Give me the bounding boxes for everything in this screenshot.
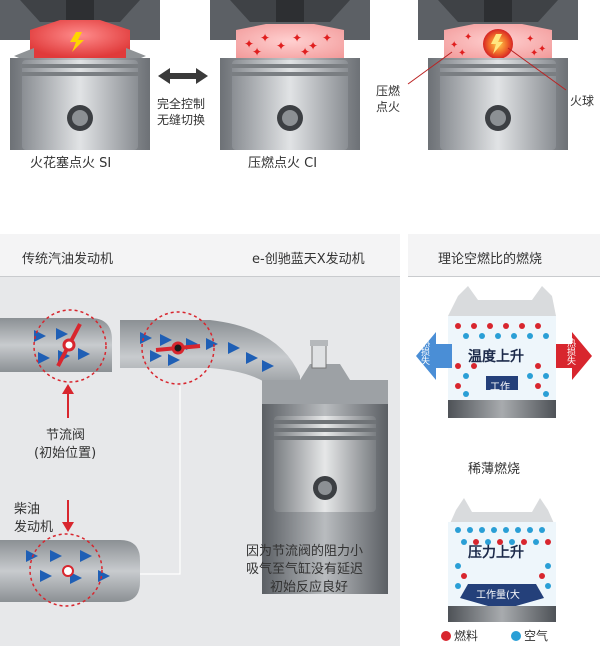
lean-burn-header: 稀薄燃烧	[468, 462, 521, 477]
legend-air-label: 空气	[524, 629, 549, 643]
intake-diagram	[0, 309, 388, 607]
theory-combustion-header: 理论空燃比的燃烧	[438, 252, 543, 267]
note-line1: 因为节流阀的阻力小	[246, 544, 364, 559]
heat-loss-left-label: 热损失	[419, 338, 429, 365]
svg-text:✦: ✦	[300, 45, 310, 59]
work-small-label: 工作	[490, 382, 510, 393]
heat-loss-right-arrow-icon	[556, 332, 592, 380]
svg-text:✦: ✦	[260, 31, 270, 45]
top-engine-diagrams: ✦✦✦ ✦✦✦ ✦✦ ✦✦✦ ✦✦✦	[0, 0, 578, 150]
engine-si	[0, 0, 160, 150]
airflow-arrows	[26, 328, 274, 584]
throttle-label-line2: (初始位置)	[34, 446, 97, 461]
gasoline-intake-pipe	[0, 318, 112, 372]
skyactiv-engine-header: e-创驰蓝天X发动机	[252, 252, 365, 267]
note-line2: 吸气至气缸没有延迟	[246, 562, 364, 577]
svg-text:✦: ✦	[526, 34, 534, 45]
highlight-circle	[29, 533, 103, 607]
switch-label-line1: 完全控制	[157, 97, 206, 111]
engine-si-label: 火花塞点火 SI	[30, 156, 112, 171]
intake-panel-header	[0, 234, 400, 277]
diesel-label-line2: 发动机	[14, 520, 54, 535]
gasoline-engine-header: 传统汽油发动机	[22, 252, 114, 267]
switch-arrow-icon	[158, 68, 208, 84]
svg-text:✦: ✦	[292, 31, 302, 45]
svg-text:✦: ✦	[450, 40, 458, 51]
fireball-label: 火球	[570, 94, 595, 108]
pressure-rise-label: 压力上升	[468, 545, 524, 561]
svg-text:✦: ✦	[530, 48, 538, 59]
engine-fireball: ✦✦✦ ✦✦✦	[407, 0, 578, 150]
throttle-valve-open-icon	[155, 341, 201, 355]
legend-air-dot	[511, 631, 521, 641]
svg-text:✦: ✦	[322, 31, 332, 45]
lean-chamber	[448, 498, 556, 622]
work-arrow-icon	[460, 584, 544, 610]
svg-text:✦: ✦	[276, 39, 286, 53]
svg-text:✦: ✦	[458, 48, 466, 59]
diesel-valve-icon	[62, 565, 74, 577]
work-large-label: 工作量(大	[476, 590, 520, 601]
throttle-label-line1: 节流阀	[46, 428, 86, 443]
combustion-comparison	[416, 286, 592, 641]
highlight-circle	[141, 311, 215, 385]
temp-rise-label: 温度上升	[468, 349, 524, 365]
heat-loss-left-arrow-icon	[416, 332, 452, 380]
svg-text:✦: ✦	[244, 37, 254, 51]
side-panel-header	[408, 234, 600, 277]
switch-label-line2: 无缝切换	[157, 113, 206, 127]
legend-fuel-label: 燃料	[454, 629, 479, 643]
compression-label-line1: 压燃	[376, 84, 401, 98]
svg-text:✦: ✦	[252, 45, 262, 59]
highlight-circle	[33, 309, 107, 383]
note-line3: 初始反应良好	[270, 580, 349, 595]
engine-ci-label: 压燃点火 CI	[248, 156, 318, 171]
spark-icon	[70, 32, 84, 52]
heat-loss-right-label: 热损失	[565, 338, 575, 365]
diesel-label-line1: 柴油	[14, 502, 41, 517]
svg-text:✦: ✦	[308, 39, 318, 53]
svg-text:✦: ✦	[538, 44, 546, 55]
legend-fuel-dot	[441, 631, 451, 641]
svg-text:✦: ✦	[464, 32, 472, 43]
throttle-valve-closed-icon	[56, 323, 82, 367]
compression-label-line2: 点火	[376, 100, 401, 114]
theory-chamber	[416, 286, 592, 418]
engine-ci: ✦✦✦ ✦✦✦ ✦✦	[210, 0, 370, 150]
